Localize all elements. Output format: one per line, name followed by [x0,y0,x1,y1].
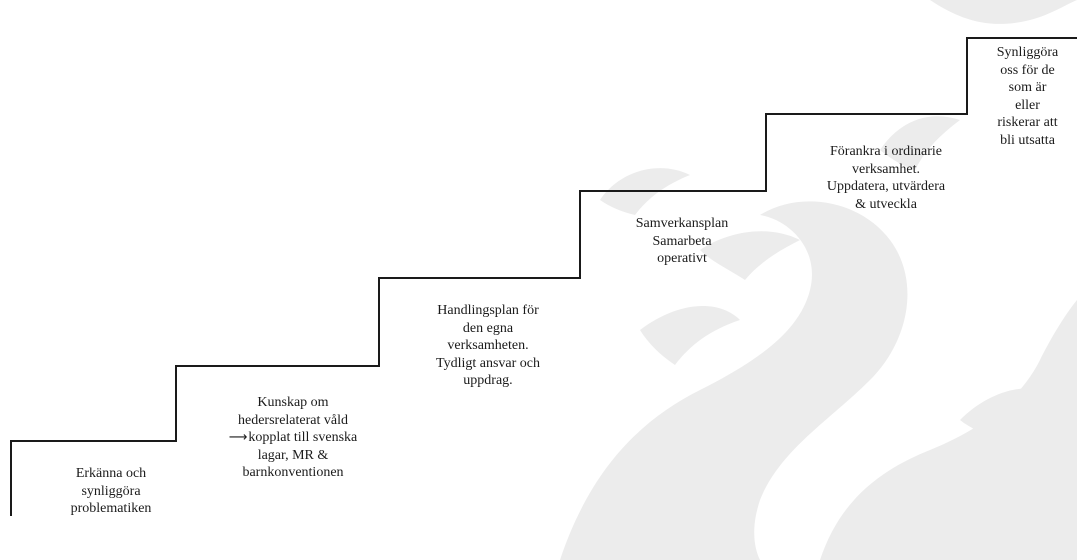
step-4-line-3: operativt [657,251,707,266]
step-6-text: Synliggöra oss för de som är eller riske… [978,44,1077,149]
step-6-line-5: riskerar att [997,115,1058,130]
step-3-line-3: verksamheten. [447,338,529,353]
step-6-line-6: bli utsatta [1000,132,1055,148]
step-5-line-3: Uppdatera, utvärdera [826,179,946,194]
step-3-text: Handlingsplan för den egna verksamheten.… [404,302,572,390]
step-4-text: Samverkansplan Samarbeta operativt [608,215,756,268]
step-2-line-2: hedersrelaterat våld [238,412,348,428]
step-5-line-2: verksamhet. [851,161,921,177]
step-6-line-1: Synliggöra [996,45,1059,60]
step-6-line-2: oss för de [1000,62,1055,78]
step-1-line-1: Erkänna och [75,466,147,481]
step-5-line-1: Förankra i ordinarie [830,144,942,159]
step-5-text: Förankra i ordinarie verksamhet. Uppdate… [796,143,976,213]
step-2-line-5: barnkonventionen [242,465,344,480]
step-3-line-5: uppdrag. [463,373,513,388]
right-arrow-icon: ⟶ [228,430,248,445]
step-2-line-1: Kunskap om [257,395,329,410]
step-5-line-4: & utveckla [855,196,917,212]
step-2-line-3: kopplat till svenska [248,430,358,445]
step-1-line-3: problematiken [70,501,152,516]
step-4-line-1: Samverkansplan [635,216,729,231]
step-3-line-4: Tydligt ansvar och [436,355,540,371]
step-2-line-3-with-arrow: ⟶kopplat till svenska [204,429,382,447]
step-6-line-4: eller [1015,97,1040,113]
step-4-line-2: Samarbeta [652,233,712,249]
step-2-line-4: lagar, MR & [257,447,329,463]
step-1-line-2: synliggöra [81,483,141,499]
step-3-line-2: den egna [462,320,514,336]
step-3-line-1: Handlingsplan för [437,303,539,318]
step-1-text: Erkänna och synliggöra problematiken [50,465,172,518]
step-6-line-3: som är [1008,80,1047,95]
step-2-text: Kunskap om hedersrelaterat våld ⟶kopplat… [204,394,382,482]
